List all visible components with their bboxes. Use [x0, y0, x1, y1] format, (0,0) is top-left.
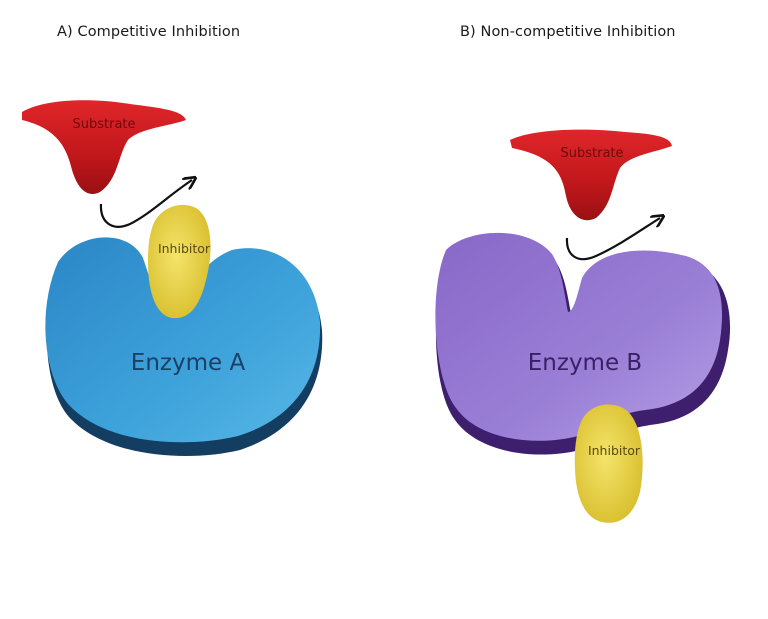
arrow-a-icon — [99, 180, 192, 228]
substrate-b-shape — [510, 129, 672, 221]
inhibitor-a-label: Inhibitor — [158, 241, 211, 256]
inhibitor-b-shape — [574, 404, 643, 523]
substrate-a-shape — [22, 100, 186, 194]
enzyme-a-label: Enzyme A — [131, 350, 246, 376]
inhibitor-b-label: Inhibitor — [588, 443, 641, 458]
substrate-b-label: Substrate — [560, 146, 623, 161]
arrow-b-icon — [565, 218, 660, 261]
panel-b-title: B) Non-competitive Inhibition — [460, 24, 676, 40]
enzyme-b-shape — [435, 232, 723, 441]
enzyme-a-shape — [45, 237, 321, 443]
panel-b: Substrate Enzyme B Inhibitor — [435, 129, 731, 523]
panel-a: Substrate Inhibitor Enzyme A — [22, 100, 323, 457]
inhibitor-a-shape — [148, 204, 211, 319]
enzyme-b-label: Enzyme B — [528, 350, 642, 376]
substrate-a-label: Substrate — [72, 117, 135, 132]
panel-a-title: A) Competitive Inhibition — [57, 24, 241, 40]
